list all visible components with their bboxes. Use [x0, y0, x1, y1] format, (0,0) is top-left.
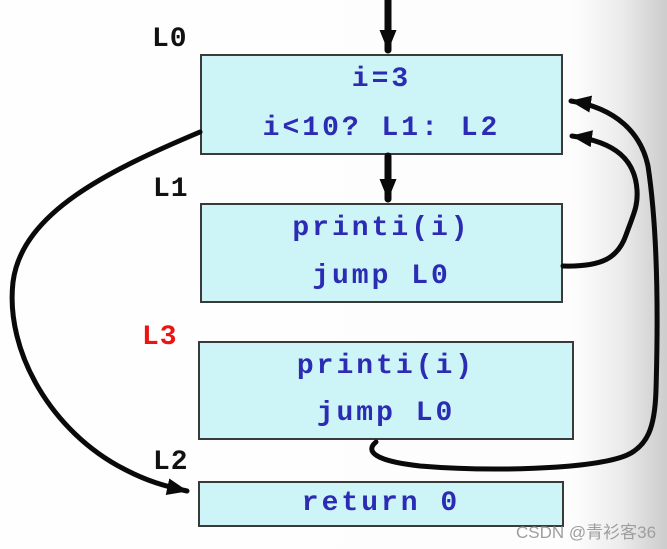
basic-block-l2: return 0	[198, 481, 564, 527]
code-line: return 0	[301, 488, 461, 519]
block-label-l3: L3	[142, 322, 178, 353]
code-line: printi(i)	[292, 213, 471, 244]
code-line: jump L0	[316, 398, 456, 430]
code-line: i=3	[351, 64, 412, 96]
block-label-l0: L0	[152, 24, 188, 55]
code-line: i<10? L1: L2	[262, 112, 501, 144]
code-line: jump L0	[312, 261, 451, 292]
block-label-l2: L2	[153, 447, 189, 478]
code-line: printi(i)	[296, 350, 476, 382]
basic-block-l1: printi(i) jump L0	[200, 203, 563, 303]
csdn-watermark: CSDN @青衫客36	[516, 523, 657, 542]
basic-block-l3: printi(i) jump L0	[198, 341, 574, 440]
edge-l1-to-l0-arrow-icon	[560, 130, 640, 269]
block-label-l1: L1	[153, 174, 189, 205]
basic-block-l0: i=3 i<10? L1: L2	[200, 54, 563, 155]
